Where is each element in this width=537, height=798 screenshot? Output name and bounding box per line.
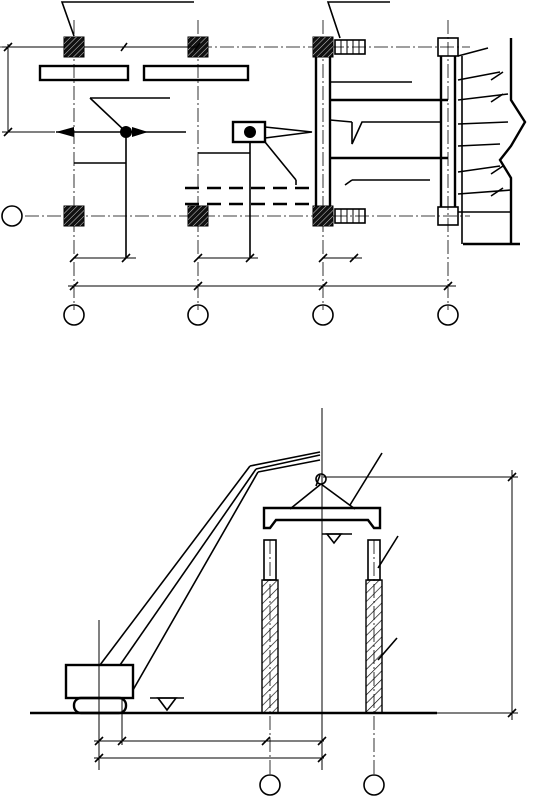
- plan-column-top-1: [63, 36, 85, 58]
- section-view: [30, 408, 518, 796]
- plan-column-bottom-2: [187, 205, 209, 227]
- plan-column-top-4: [437, 37, 459, 57]
- plan-left-dimension: [2, 42, 64, 137]
- plan-ladder-bottom: [334, 208, 366, 224]
- section-axis-bubble-1: [259, 774, 281, 796]
- plan-ladder-top: [334, 39, 366, 55]
- plan-column-bottom-3: [312, 205, 334, 227]
- plan-axis-bubble-2: [187, 304, 209, 326]
- crane-body: [64, 620, 135, 770]
- slab-leader-line: [349, 452, 383, 506]
- leader-line-column-1: [60, 1, 194, 37]
- plan-axis-bubble-4: [437, 304, 459, 326]
- plan-view: [0, 1, 527, 326]
- plan-slab-2: [142, 64, 250, 82]
- plan-column-bottom-1: [63, 205, 85, 227]
- leader-line-column-3: [326, 1, 390, 39]
- plan-column-top-3: [312, 36, 334, 58]
- plan-slab-1: [38, 64, 130, 82]
- section-height-dimension: [323, 470, 518, 720]
- bearing-level-triangle: [325, 533, 343, 545]
- section-bottom-dimensions: [94, 736, 327, 763]
- section-axis-bubble-2: [363, 774, 385, 796]
- plan-bottom-dimensions: [68, 253, 456, 291]
- crane-boom: [99, 408, 327, 770]
- column-top-leader-line: [377, 535, 399, 569]
- plan-axis-bubble-3: [312, 304, 334, 326]
- plan-top-dimension: [84, 42, 201, 52]
- plan-crane-position-2: [198, 120, 313, 258]
- plan-column-bottom-4: [437, 206, 459, 226]
- plan-crane-position-1: [56, 97, 186, 258]
- ground-level-triangle: [156, 697, 178, 712]
- plan-axis-bubble-row: [1, 205, 23, 227]
- lifted-slab: [262, 506, 382, 530]
- crane-track: [72, 696, 128, 715]
- lifting-sling: [289, 474, 356, 510]
- plan-axis-bubble-1: [63, 304, 85, 326]
- plan-right-structure: [295, 38, 527, 246]
